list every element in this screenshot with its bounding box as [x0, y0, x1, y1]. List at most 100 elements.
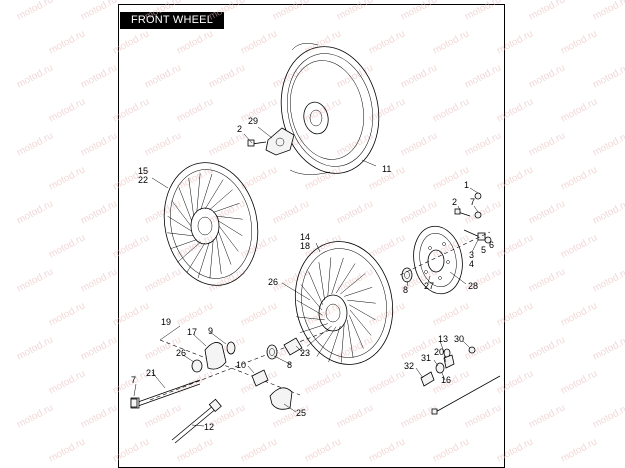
watermark-text: motod.ru — [303, 436, 343, 464]
watermark-text: motod.ru — [47, 96, 87, 124]
callout-7: 7 — [131, 375, 136, 385]
watermark-text: motod.ru — [303, 368, 343, 396]
watermark-text: motod.ru — [463, 62, 503, 90]
watermark-text: motod.ru — [431, 232, 471, 260]
watermark-text: motod.ru — [143, 130, 183, 158]
watermark-text: motod.ru — [111, 28, 151, 56]
laced-wheel-14 — [294, 241, 394, 365]
watermark-text: motod.ru — [271, 0, 311, 23]
watermark-text: motod.ru — [207, 198, 247, 226]
callout-11: 11 — [382, 164, 391, 174]
watermark-text: motod.ru — [591, 266, 625, 294]
watermark-text: motod.ru — [111, 436, 151, 464]
leader-lines — [133, 126, 479, 427]
watermark-text: motod.ru — [495, 300, 535, 328]
callout-25: 25 — [296, 408, 306, 418]
callout-3: 3 — [469, 250, 474, 260]
watermark-text: motod.ru — [239, 300, 279, 328]
callout-2: 2 — [237, 124, 242, 134]
watermark-text: motod.ru — [111, 232, 151, 260]
callout-5: 5 — [481, 245, 486, 255]
watermark-text: motod.ru — [175, 28, 215, 56]
watermark-text: motod.ru — [15, 198, 55, 226]
watermark-text: motod.ru — [207, 266, 247, 294]
watermark-text: motod.ru — [303, 28, 343, 56]
watermark-text: motod.ru — [431, 300, 471, 328]
watermark-text: motod.ru — [559, 368, 599, 396]
watermark-text: motod.ru — [495, 96, 535, 124]
watermark-text: motod.ru — [79, 402, 119, 430]
watermark-text: motod.ru — [15, 266, 55, 294]
watermark-text: motod.ru — [175, 232, 215, 260]
watermark-text: motod.ru — [79, 0, 119, 23]
callout-29: 29 — [248, 116, 258, 126]
cast-wheel-11 — [280, 43, 380, 175]
watermark-text: motod.ru — [303, 96, 343, 124]
callout-2: 2 — [452, 197, 457, 207]
callout-31: 31 — [421, 353, 431, 363]
watermark-text: motod.ru — [399, 402, 439, 430]
watermark-text: motod.ru — [527, 130, 567, 158]
watermark-text: motod.ru — [591, 198, 625, 226]
callout-12: 12 — [204, 422, 214, 432]
watermark-text: motod.ru — [47, 368, 87, 396]
watermark-text: motod.ru — [143, 0, 183, 23]
brake-spacer-29 — [247, 127, 295, 156]
watermark-text: motod.ru — [175, 164, 215, 192]
watermark-text: motod.ru — [47, 232, 87, 260]
axle-assembly — [130, 329, 331, 444]
watermark-text: motod.ru — [559, 300, 599, 328]
watermark-text: motod.ru — [15, 62, 55, 90]
watermark-text: motod.ru — [527, 334, 567, 362]
watermark-text: motod.ru — [143, 62, 183, 90]
watermark-text: motod.ru — [175, 368, 215, 396]
watermark-text: motod.ru — [559, 28, 599, 56]
watermark-text: motod.ru — [367, 232, 407, 260]
watermark-text: motod.ru — [47, 300, 87, 328]
watermark-text: motod.ru — [591, 62, 625, 90]
bearing-8-right — [401, 267, 413, 283]
watermark-text: motod.ru — [143, 198, 183, 226]
watermark-text: motod.ru — [239, 232, 279, 260]
watermark-text: motod.ru — [399, 198, 439, 226]
callout-10: 10 — [236, 360, 246, 370]
watermark-text: motod.ru — [303, 300, 343, 328]
callout-28: 28 — [468, 281, 478, 291]
disc-hardware — [399, 192, 492, 276]
callout-17: 17 — [187, 327, 197, 337]
callout-9: 9 — [208, 326, 213, 336]
watermark-text: motod.ru — [175, 96, 215, 124]
watermark-text: motod.ru — [79, 130, 119, 158]
watermark-text: motod.ru — [143, 402, 183, 430]
watermark-text: motod.ru — [239, 164, 279, 192]
callout-14: 14 — [300, 232, 310, 242]
watermark-text: motod.ru — [399, 62, 439, 90]
watermark-text: motod.ru — [527, 0, 567, 23]
watermark-text: motod.ru — [335, 402, 375, 430]
watermark-text: motod.ru — [591, 130, 625, 158]
watermark-text: motod.ru — [367, 300, 407, 328]
watermark-text: motod.ru — [335, 62, 375, 90]
watermark-text: motod.ru — [431, 436, 471, 464]
watermark-text: motod.ru — [495, 164, 535, 192]
callout-30: 30 — [454, 334, 464, 344]
callout-21: 21 — [146, 368, 156, 378]
callout-27: 27 — [424, 281, 434, 291]
callout-4: 4 — [469, 259, 474, 269]
watermark-text: motod.ru — [559, 232, 599, 260]
watermark-text: motod.ru — [527, 402, 567, 430]
watermark-text: motod.ru — [79, 266, 119, 294]
callout-23: 23 — [300, 348, 310, 358]
callout-18: 18 — [300, 241, 310, 251]
watermark-text: motod.ru — [367, 436, 407, 464]
callout-22: 22 — [138, 175, 148, 185]
watermark-text: motod.ru — [463, 130, 503, 158]
watermark-text: motod.ru — [79, 198, 119, 226]
watermark-text: motod.ru — [495, 28, 535, 56]
watermark-text: motod.ru — [303, 164, 343, 192]
watermark-text: motod.ru — [15, 0, 55, 23]
callout-32: 32 — [404, 361, 414, 371]
callout-26: 26 — [176, 348, 186, 358]
watermark-pattern: motod.ru motod.ru motod.ru motod.ru motod.ru… — [15, 0, 625, 465]
